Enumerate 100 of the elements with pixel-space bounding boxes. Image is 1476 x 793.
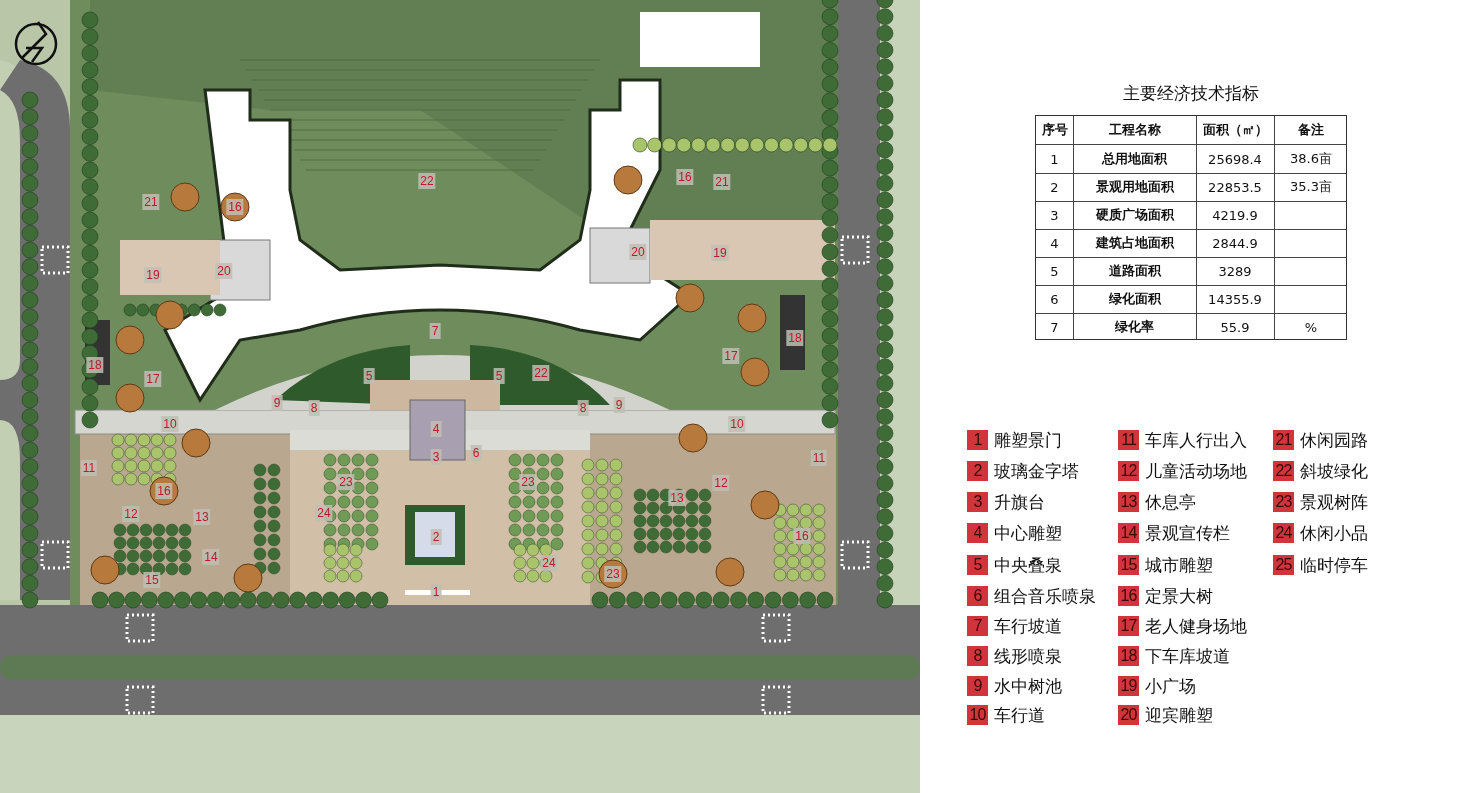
callout-number: 15	[143, 572, 161, 588]
callout-number: 16	[226, 199, 244, 215]
callout-number: 19	[711, 245, 729, 261]
legend-text: 斜坡绿化	[1300, 461, 1368, 481]
table-cell: 绿化率	[1115, 318, 1154, 336]
table-cell: 2844.9	[1212, 235, 1258, 251]
table-cell: 2	[1050, 179, 1059, 195]
legend-swatch: 21	[1273, 430, 1294, 450]
callout-number: 14	[202, 549, 220, 565]
column-header: 序号	[1041, 121, 1068, 139]
callout-number: 3	[430, 449, 442, 465]
legend-swatch: 20	[1118, 705, 1139, 725]
legend-text: 雕塑景门	[994, 430, 1062, 450]
legend-text: 小广场	[1145, 676, 1196, 696]
legend-text: 临时停车	[1300, 555, 1368, 575]
legend-swatch: 15	[1118, 555, 1139, 575]
legend-swatch: 10	[967, 705, 988, 725]
legend-swatch: 2	[967, 461, 988, 481]
legend-text: 车行坡道	[994, 616, 1062, 636]
legend-text: 儿童活动场地	[1145, 461, 1247, 481]
table-cell: 4	[1050, 235, 1059, 251]
table-cell: 总用地面积	[1102, 149, 1167, 168]
legend-swatch: 5	[967, 555, 988, 575]
table-cell: 25698.4	[1208, 151, 1262, 166]
legend-text: 下车库坡道	[1145, 646, 1230, 666]
legend-swatch: 12	[1118, 461, 1139, 481]
legend-swatch: 4	[967, 523, 988, 543]
table-cell: 硬质广场面积	[1095, 206, 1174, 224]
callout-number: 2	[430, 529, 442, 545]
legend-swatch: 25	[1273, 555, 1294, 575]
legend-text: 中央叠泉	[994, 555, 1062, 575]
table-title: 主要经济技术指标	[1122, 82, 1260, 105]
legend-text: 迎宾雕塑	[1145, 705, 1213, 725]
legend-text: 景观宣传栏	[1145, 523, 1230, 543]
callout-number: 7	[429, 323, 441, 339]
legend-swatch: 11	[1118, 430, 1139, 450]
callout-number: 9	[613, 397, 625, 413]
legend-text: 老人健身场地	[1145, 616, 1247, 636]
column-header: 备注	[1298, 121, 1324, 139]
table-cell: 38.6亩	[1290, 149, 1332, 168]
legend-text: 线形喷泉	[994, 646, 1062, 666]
table-cell: 建筑占地面积	[1095, 234, 1174, 252]
table-cell: 1	[1050, 151, 1059, 166]
table-cell: 4219.9	[1212, 207, 1258, 223]
callout-number: 19	[144, 267, 162, 283]
legend-text: 城市雕塑	[1145, 555, 1213, 575]
table-cell: 35.3亩	[1290, 178, 1332, 196]
column-header: 面积（㎡）	[1202, 121, 1268, 139]
legend-swatch: 14	[1118, 523, 1139, 543]
callout-number: 16	[155, 483, 173, 499]
callout-number: 23	[604, 566, 622, 582]
callout-number: 11	[80, 460, 98, 476]
legend-text: 玻璃金字塔	[994, 461, 1079, 481]
callout-number: 24	[315, 505, 333, 521]
callout-number: 6	[470, 445, 482, 461]
callout-number: 23	[337, 474, 355, 490]
table-cell: 7	[1050, 319, 1059, 335]
legend-swatch: 1	[967, 430, 988, 450]
callout-number: 8	[577, 400, 589, 416]
legend-swatch: 7	[967, 616, 988, 636]
table-cell: 14355.9	[1208, 291, 1262, 307]
callout-number: 16	[793, 528, 811, 544]
callout-number: 10	[161, 416, 179, 432]
legend-swatch: 8	[967, 646, 988, 666]
legend-swatch: 6	[967, 586, 988, 606]
legend-swatch: 24	[1273, 523, 1294, 543]
callout-number: 10	[728, 416, 746, 432]
callout-number: 4	[430, 421, 442, 437]
legend-text: 中心雕塑	[994, 523, 1062, 543]
table-cell: 3	[1050, 207, 1059, 223]
callout-number: 20	[629, 244, 647, 260]
callout-number: 13	[668, 490, 686, 506]
legend-text: 定景大树	[1145, 586, 1213, 606]
table-cell: 道路面积	[1108, 262, 1161, 280]
callout-number: 17	[722, 348, 740, 364]
callout-number: 5	[363, 368, 375, 384]
legend-text: 车库人行出入	[1145, 430, 1247, 450]
callout-number: 13	[193, 509, 211, 525]
callout-number: 5	[493, 368, 505, 384]
legend-text: 休息亭	[1145, 492, 1196, 512]
legend-text: 组合音乐喷泉	[994, 586, 1096, 606]
legend-text: 景观树阵	[1300, 492, 1368, 512]
callout-number: 18	[786, 330, 804, 346]
callout-number: 23	[519, 474, 537, 490]
table-cell: 绿化面积	[1108, 290, 1161, 308]
legend-swatch: 23	[1273, 492, 1294, 512]
callout-number: 12	[122, 506, 140, 522]
callout-number: 16	[676, 169, 694, 185]
legend-swatch: 13	[1118, 492, 1139, 512]
table-cell: 55.9	[1220, 319, 1250, 335]
legend-text: 水中树池	[994, 676, 1062, 696]
legend-text: 车行道	[994, 705, 1045, 725]
callout-number: 22	[532, 365, 550, 381]
callout-number: 22	[418, 173, 436, 189]
legend-swatch: 22	[1273, 461, 1294, 481]
table-cell: 3289	[1218, 263, 1252, 279]
table-cell: 6	[1050, 291, 1059, 307]
callout-number: 20	[215, 263, 233, 279]
callout-number: 21	[142, 194, 160, 210]
callout-number: 21	[713, 174, 731, 190]
